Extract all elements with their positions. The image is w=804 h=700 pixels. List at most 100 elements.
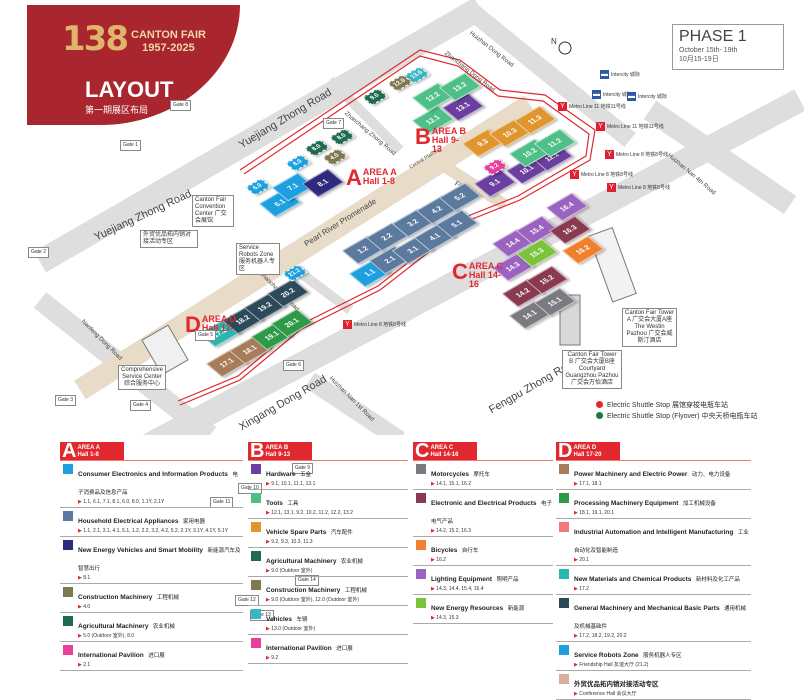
road-huizhan-nan4	[643, 100, 797, 215]
shuttle-legend-item: Electric Shuttle Stop 展馆穿梭电瓶车站	[596, 400, 758, 411]
legend-item-halls: 4.0	[78, 604, 179, 611]
legend-item: Vehicle Spare Parts 汽车配件9.2, 9.3, 10.3, …	[248, 519, 408, 548]
area-halls: Hall 14-16	[468, 270, 501, 289]
color-swatch	[416, 540, 426, 550]
callout-convention-center: Canton Fair Convention Center 广交会展馆	[192, 195, 234, 227]
callout-service-center: Comprehensive Service Center 综合服务中心	[118, 365, 166, 390]
area-letter: C	[452, 259, 468, 284]
station-label: Intercity 城际	[603, 91, 632, 98]
legend-item: New Energy Resources 新能源14.3, 15.3	[413, 595, 553, 624]
legend-item-name: General Machinery and Mechanical Basic P…	[574, 605, 720, 612]
legend-item: International Pavilion 进口展9.2	[248, 635, 408, 664]
road-huizhan-dong	[464, 3, 636, 147]
color-swatch	[63, 464, 73, 474]
metro-icon: Y	[343, 320, 352, 329]
metro-icon: Y	[607, 183, 616, 192]
legend-item: Lighting Equipment 照明产品14.3, 14.4, 15.4,…	[413, 566, 553, 595]
legend-item-halls: 9.0 (Outdoor 室外)	[266, 568, 363, 575]
color-swatch	[559, 598, 569, 608]
legend-item-name: Construction Machinery	[266, 587, 341, 594]
legend-item-cn: 加工机械设备	[682, 501, 716, 507]
color-swatch	[559, 645, 569, 655]
legend-area-name: AREA C	[430, 444, 454, 451]
callout-service-robots: Service Robots Zone 服务机器人专区	[236, 243, 280, 275]
logo-number: 138	[62, 19, 129, 59]
legend-item-cn: 工业自动化及智能制造	[574, 530, 749, 554]
legend-item: Motorcycles 摩托车14.1, 15.1, 16.2	[413, 461, 553, 490]
color-swatch	[559, 569, 569, 579]
legend-item-halls: 1.1, 2.1, 3.1, 4.1, 5.1, 1.2, 2.2, 3.2, …	[78, 528, 228, 535]
color-swatch	[251, 580, 261, 590]
gate-label: Gate 4	[130, 400, 152, 411]
station-label: Intercity 城际	[638, 93, 667, 100]
legend-item-halls: 17.1, 18.1	[574, 481, 730, 488]
area-halls: Hall 9-13	[431, 135, 459, 154]
legend-item-name: Electronic and Electrical Products	[431, 500, 537, 507]
intercity-station: ▬Intercity 城际	[592, 90, 632, 99]
legend-item-cn: 新能源	[507, 606, 525, 612]
legend-item-cn: 电子消费品及信息产品	[78, 472, 238, 496]
legend-item-halls: 17.2	[574, 586, 740, 593]
legend-item-halls: Friendship Hall 友谊大厅 (21.2)	[574, 662, 682, 669]
legend-item-halls: 2.1	[78, 662, 165, 669]
road-xingang	[142, 89, 804, 435]
legend-area-halls: Hall 9-13	[265, 451, 291, 458]
gate-label: Gate 1	[120, 140, 142, 151]
legend-area-halls: Hall 1-8	[77, 451, 99, 458]
phase-box: PHASE 1 October 15th- 19th 10月15-19日	[672, 24, 784, 70]
legend-item: Tools 工具12.1, 13.1, 9.2, 10.2, 11.2, 12.…	[248, 490, 408, 519]
gate-label: Gate 6	[283, 360, 305, 371]
legend-item: New Energy Vehicles and Smart Mobility 新…	[60, 537, 243, 584]
legend-letter: A	[62, 440, 77, 462]
legend-letter: B	[250, 440, 265, 462]
legend-item: Processing Machinery Equipment 加工机械设备18.…	[556, 490, 751, 519]
gate-label: Gate 3	[55, 395, 77, 406]
legend-item-cn: 五金	[300, 472, 312, 478]
station-label: Metro Line 8 地铁8号线	[616, 151, 668, 158]
road-yuejiang	[34, 0, 486, 273]
phase-date-en: October 15th- 19th	[679, 47, 738, 54]
callout-tower-a: Canton Fair Tower A 广交会大厦A座 The Westin P…	[622, 308, 677, 347]
color-swatch	[416, 493, 426, 503]
svg-text:N: N	[551, 37, 557, 46]
legend-item-halls: 9.1, 10.1, 11.1, 13.1	[266, 481, 315, 488]
legend-item-name: Service Robots Zone	[574, 652, 639, 659]
metro-icon: Y	[605, 150, 614, 159]
road-zhanchang-zhong	[326, 76, 404, 154]
station-label: Metro Line 8 地铁8号线	[354, 321, 406, 328]
legend-letter: D	[558, 440, 573, 462]
legend-item-halls: 17.2, 18.2, 19.2, 20.2	[574, 633, 751, 640]
legend-item-cn: 农业机械	[152, 624, 175, 630]
flyover	[431, 154, 509, 211]
legend-item-name: Vehicles	[266, 616, 293, 623]
legend-item-cn: 进口展	[336, 646, 353, 652]
legend-item: Vehicles 车辆13.0 (Outdoor 室外)	[248, 606, 408, 635]
legend-area-name: AREA A	[77, 444, 101, 451]
legend-item-cn: 工程机械	[156, 595, 179, 601]
legend-item-name: Hardware	[266, 471, 296, 478]
legend-item-halls: 8.1	[78, 575, 243, 582]
color-swatch	[63, 587, 73, 597]
legend-area-name: AREA B	[265, 444, 289, 451]
gate-label: Gate 7	[323, 118, 345, 129]
area-name: AREA D	[201, 314, 237, 324]
area-letter: A	[346, 165, 362, 190]
red-dot-icon	[596, 401, 603, 408]
color-swatch	[251, 493, 261, 503]
area-name: AREA C	[468, 261, 504, 271]
shuttle-legend: Electric Shuttle Stop 展馆穿梭电瓶车站 Electric …	[596, 400, 758, 422]
shuttle-route	[179, 49, 596, 406]
legend-item-name: International Pavilion	[78, 652, 144, 659]
legend-item-cn: 汽车配件	[330, 530, 353, 536]
legend-item-name: New Energy Resources	[431, 605, 504, 612]
legend-item-name: New Energy Vehicles and Smart Mobility	[78, 547, 203, 554]
station-label: Metro Line 11 地铁11号线	[607, 123, 664, 130]
color-swatch	[251, 609, 261, 619]
